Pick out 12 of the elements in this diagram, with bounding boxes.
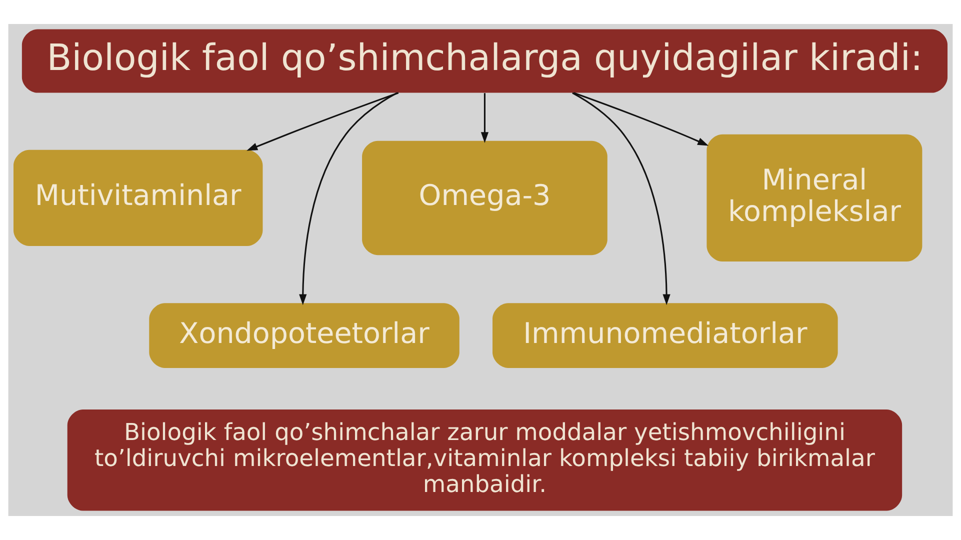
arrow [480,93,489,143]
node-box: Mutivitaminlar [14,150,263,246]
arrow [299,92,398,306]
node-box: Xondopoteetorlar [149,303,460,368]
node-box: Omega-3 [362,140,608,256]
node-box: Immunomediatorlar [492,303,838,368]
arrow [574,92,709,146]
node-box: Biologik faol qo’shimchalar zarur moddalar yetishmovchiligini to’ldiruvchi mikroelementlar,vitaminlar kompleksi tabiiy birikmalar manbaidir. [67,410,902,511]
node-box: Mineral komplekslar [706,134,922,262]
arrow [572,92,670,306]
arrow [246,92,399,151]
node-box: Biologik faol qo’shimchalarga quyidagilar kiradi: [22,29,948,93]
